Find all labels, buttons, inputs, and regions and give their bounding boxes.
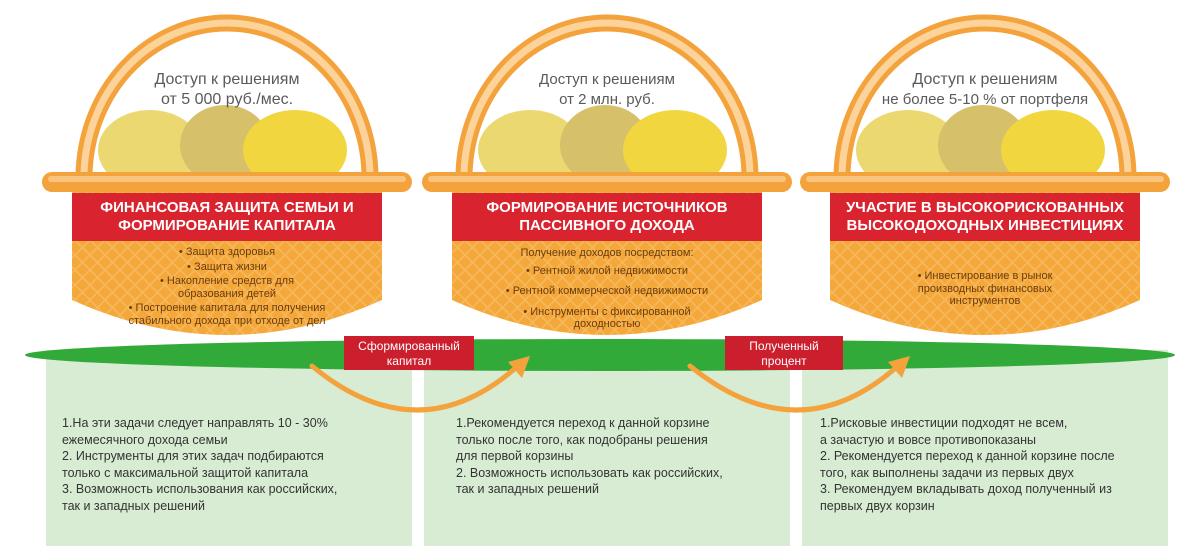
egg-1a xyxy=(98,110,202,190)
panel-text-2: 1.Рекомендуется переход к данной корзине… xyxy=(456,415,786,498)
connector-tag-2: Полученный процент xyxy=(725,336,843,370)
connector-tag-2-line1: Полученный xyxy=(749,339,819,353)
access-text-2: Доступ к решениям от 2 млн. руб. xyxy=(492,70,722,110)
panel-line: 3. Возможность использования как российс… xyxy=(62,482,338,496)
access-line2-3: не более 5-10 % от портфеля xyxy=(881,91,1089,108)
basket-title-1-line1: ФИНАНСОВАЯ ЗАЩИТА СЕМЬИ И xyxy=(100,199,354,216)
access-line2-1: от 5 000 руб./мес. xyxy=(160,91,294,108)
list-item: • Накопление средств для образования дет… xyxy=(159,275,295,300)
access-line1-1: Доступ к решениям xyxy=(154,71,300,88)
panel-bg-2 xyxy=(424,350,790,546)
basket-title-2-line1: ФОРМИРОВАНИЕ ИСТОЧНИКОВ xyxy=(486,199,728,216)
arrow-head-1 xyxy=(508,356,530,378)
title-ribbon-2 xyxy=(452,193,762,241)
basket-title-3-line1: УЧАСТИЕ В ВЫСОКОРИСКОВАННЫХ xyxy=(845,199,1125,216)
panel-line: 1.На эти задачи следует направлять 10 - … xyxy=(62,416,328,430)
panel-line: того, как выполнены задачи из первых дву… xyxy=(820,465,1074,480)
basket-title-2: ФОРМИРОВАНИЕ ИСТОЧНИКОВ ПАССИВНОГО ДОХОД… xyxy=(452,199,762,235)
panel-bg-1 xyxy=(46,350,412,546)
panel-line: а зачастую и вовсе противопоказаны xyxy=(820,432,1036,447)
connector-arrows xyxy=(309,356,910,413)
connector-tag-1-line2: капитал xyxy=(386,354,432,368)
connector-tag-1-line1: Сформированный xyxy=(358,339,460,353)
panel-line: 3. Рекомендуем вкладывать доход полученн… xyxy=(820,482,1112,496)
egg-2a xyxy=(478,110,582,190)
list-item: • Рентной коммерческой недвижимости xyxy=(505,285,709,297)
list-item: • Инвестирование в рынок производных фин… xyxy=(917,270,1053,307)
basket-title-1: ФИНАНСОВАЯ ЗАЩИТА СЕМЬИ И ФОРМИРОВАНИЕ К… xyxy=(72,199,382,235)
panel-bg-3 xyxy=(802,350,1168,546)
arrow-head-2 xyxy=(888,356,910,378)
panel-line: ежемесячного дохода семьи xyxy=(62,432,228,447)
access-text-1: Доступ к решениям от 5 000 руб./мес. xyxy=(112,70,342,110)
panel-line: так и западных решений xyxy=(62,498,205,513)
panel-line: для первой корзины xyxy=(456,449,574,463)
panel-line: так и западных решений xyxy=(456,482,599,496)
title-ribbon-1 xyxy=(72,193,382,241)
basket-title-3: УЧАСТИЕ В ВЫСОКОРИСКОВАННЫХ ВЫСОКОДОХОДН… xyxy=(830,199,1140,235)
items-lead-2: Получение доходов посредством: xyxy=(520,247,694,259)
egg-3a xyxy=(856,110,960,190)
basket-items-1: • Защита здоровья • Защита жизни • Накоп… xyxy=(112,246,342,329)
title-ribbon-3 xyxy=(830,193,1140,241)
basket-title-1-line2: ФОРМИРОВАНИЕ КАПИТАЛА xyxy=(118,217,336,234)
connector-tag-1: Сформированный капитал xyxy=(344,336,474,370)
list-item: • Защита здоровья xyxy=(178,246,276,258)
connector-tag-2-line2: процент xyxy=(761,354,807,368)
panel-line: 2. Инструменты для этих задач подбираютс… xyxy=(62,449,324,463)
panel-text-3: 1.Рисковые инвестиции подходят не всем, … xyxy=(820,415,1165,514)
egg-1c xyxy=(243,110,347,190)
basket-2 xyxy=(422,14,792,335)
access-line2-2: от 2 млн. руб. xyxy=(559,91,655,108)
basket-3 xyxy=(800,14,1170,335)
ground-strip xyxy=(25,339,1175,371)
access-line1-3: Доступ к решениям xyxy=(912,71,1058,88)
list-item: • Защита жизни xyxy=(187,260,267,273)
list-item: • Инструменты с фиксированной доходность… xyxy=(523,305,691,331)
basket-items-2: Получение доходов посредством: • Рентной… xyxy=(477,247,737,333)
list-item: • Построение капитала для получения стаб… xyxy=(128,302,326,327)
panel-line: первых двух корзин xyxy=(820,498,935,513)
egg-2c xyxy=(623,110,727,190)
list-item: • Рентной жилой недвижимости xyxy=(526,264,688,277)
panel-text-1: 1.На эти задачи следует направлять 10 - … xyxy=(62,415,402,514)
panel-line: только после того, как подобраны решения xyxy=(456,432,708,447)
panel-line: 1.Рисковые инвестиции подходят не всем, xyxy=(820,416,1068,430)
egg-3c xyxy=(1001,110,1105,190)
basket-1 xyxy=(42,14,412,335)
arrow-2 xyxy=(687,361,903,413)
panel-line: только с максимальной защитой капитала xyxy=(62,465,309,480)
access-text-3: Доступ к решениям не более 5-10 % от пор… xyxy=(865,70,1105,110)
text-panels xyxy=(46,350,1168,546)
panel-line: 1.Рекомендуется переход к данной корзине xyxy=(456,416,710,430)
panel-line: 2. Рекомендуется переход к данной корзин… xyxy=(820,449,1115,463)
access-line1-2: Доступ к решениям xyxy=(539,71,675,88)
basket-title-3-line2: ВЫСОКОДОХОДНЫХ ИНВЕСТИЦИЯХ xyxy=(846,217,1124,234)
arrow-1 xyxy=(309,361,523,413)
panel-line: 2. Возможность использовать как российск… xyxy=(456,465,723,480)
basket-items-3: • Инвестирование в рынок производных фин… xyxy=(895,270,1075,310)
basket-title-2-line2: ПАССИВНОГО ДОХОДА xyxy=(519,217,695,234)
